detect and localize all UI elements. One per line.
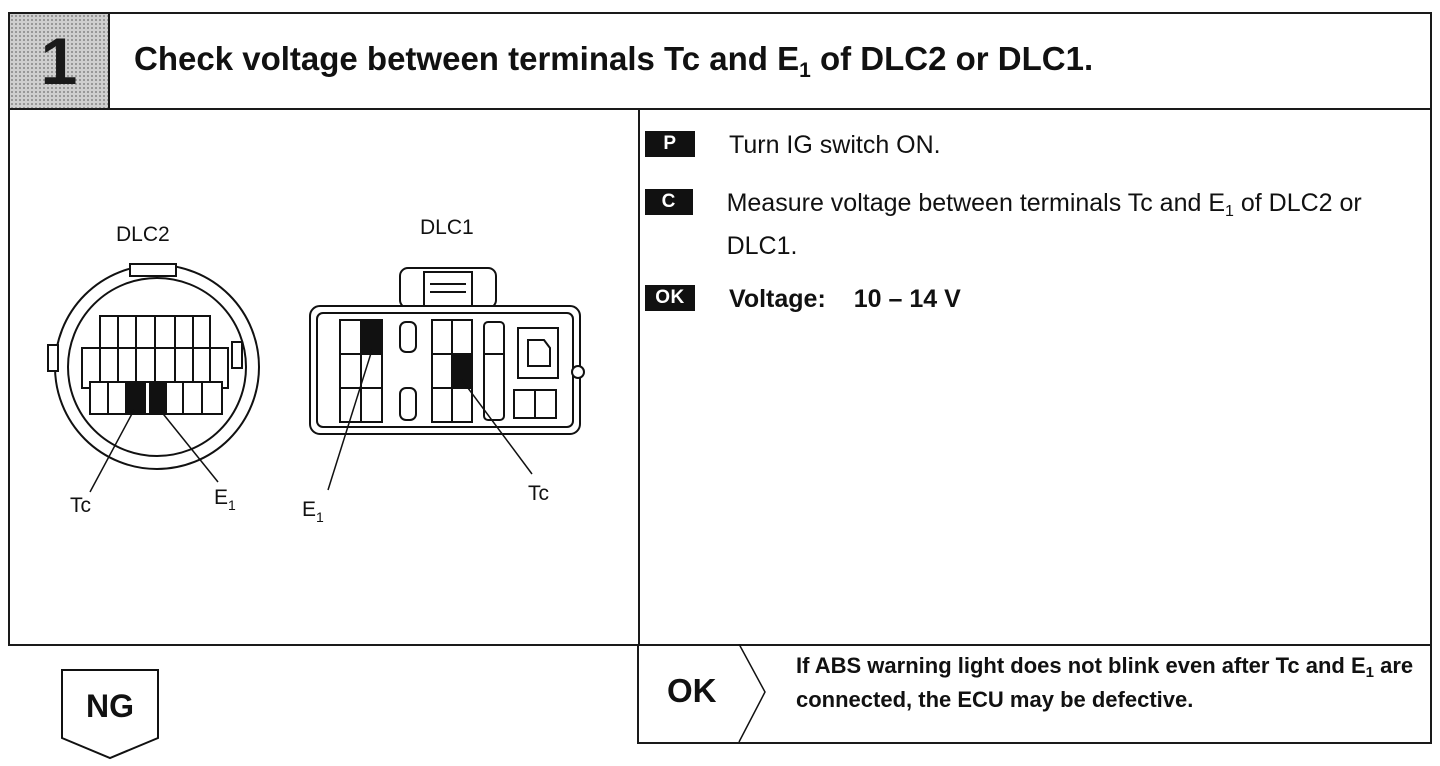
dlc2-e-label: E1 — [214, 486, 236, 513]
step-procedure-c: C Measure voltage between terminals Tc a… — [645, 186, 1405, 263]
step-procedure-p: P Turn IG switch ON. — [645, 128, 941, 162]
step-procedure-ok: OK Voltage: 10 – 14 V — [645, 282, 961, 316]
step-c-prefix: Measure voltage between terminals Tc and… — [726, 189, 1226, 217]
step-body: DLC2 DLC1 Tc E1 E1 Tc — [8, 108, 1432, 646]
title-subscript: 1 — [799, 59, 811, 82]
chevron-right-icon — [738, 644, 766, 742]
dlc1-e-letter: E — [302, 498, 316, 521]
step-c-suffix: of DLC2 or DLC1. — [726, 189, 1362, 260]
dlc1-tc-label: Tc — [528, 482, 549, 505]
step-number-box: 1 — [10, 14, 110, 108]
dlc2-e-subscript: 1 — [228, 497, 236, 513]
badge-c: C — [645, 189, 693, 215]
ok-result-label: OK — [667, 672, 717, 709]
step-c-text: Measure voltage between terminals Tc and… — [727, 186, 1405, 263]
step-header: 1 Check voltage between terminals Tc and… — [8, 12, 1432, 110]
ng-flow-marker — [61, 669, 159, 760]
dlc2-label: DLC2 — [116, 223, 170, 246]
dlc2-tc-label: Tc — [70, 494, 91, 517]
step-title: Check voltage between terminals Tc and E… — [134, 40, 1093, 83]
title-prefix: Check voltage between terminals Tc and E — [134, 40, 800, 77]
result-suffix: are connected, the ECU may be defective. — [796, 653, 1414, 712]
title-suffix: of DLC2 or DLC1. — [810, 40, 1094, 77]
result-prefix: If ABS warning light does not blink even… — [796, 653, 1366, 678]
badge-ok: OK — [645, 285, 695, 311]
dlc2-connector — [47, 263, 260, 493]
dlc2-e-letter: E — [214, 486, 228, 509]
ok-result-text: If ABS warning light does not blink even… — [796, 652, 1416, 713]
ng-label: NG — [86, 688, 134, 724]
badge-p: P — [645, 131, 695, 157]
connector-diagram: DLC2 DLC1 Tc E1 E1 Tc — [47, 216, 585, 525]
dlc1-e-label: E1 — [302, 498, 324, 525]
ok-spec-value: 10 – 14 V — [853, 285, 961, 313]
step-number: 1 — [40, 24, 78, 98]
column-divider — [638, 110, 640, 644]
step-c-subscript: 1 — [1225, 203, 1234, 220]
dlc1-connector — [309, 267, 585, 491]
ok-spec: Voltage: 10 – 14 V — [729, 282, 961, 316]
dlc1-e-subscript: 1 — [316, 509, 324, 525]
ok-result-box: OK If ABS warning light does not blink e… — [637, 644, 1432, 744]
ok-spec-label: Voltage: — [729, 285, 826, 313]
step-p-text: Turn IG switch ON. — [729, 131, 941, 159]
dlc1-label: DLC1 — [420, 216, 474, 239]
result-subscript: 1 — [1365, 664, 1374, 681]
